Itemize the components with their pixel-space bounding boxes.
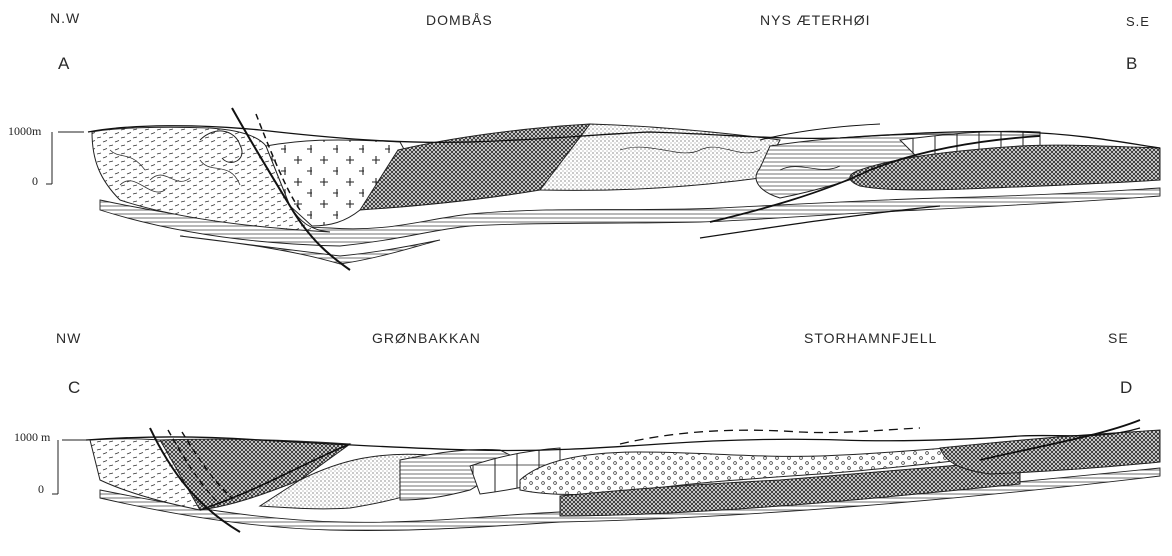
section-cd-drawing bbox=[52, 420, 1160, 532]
section-ab-drawing bbox=[46, 108, 1160, 270]
